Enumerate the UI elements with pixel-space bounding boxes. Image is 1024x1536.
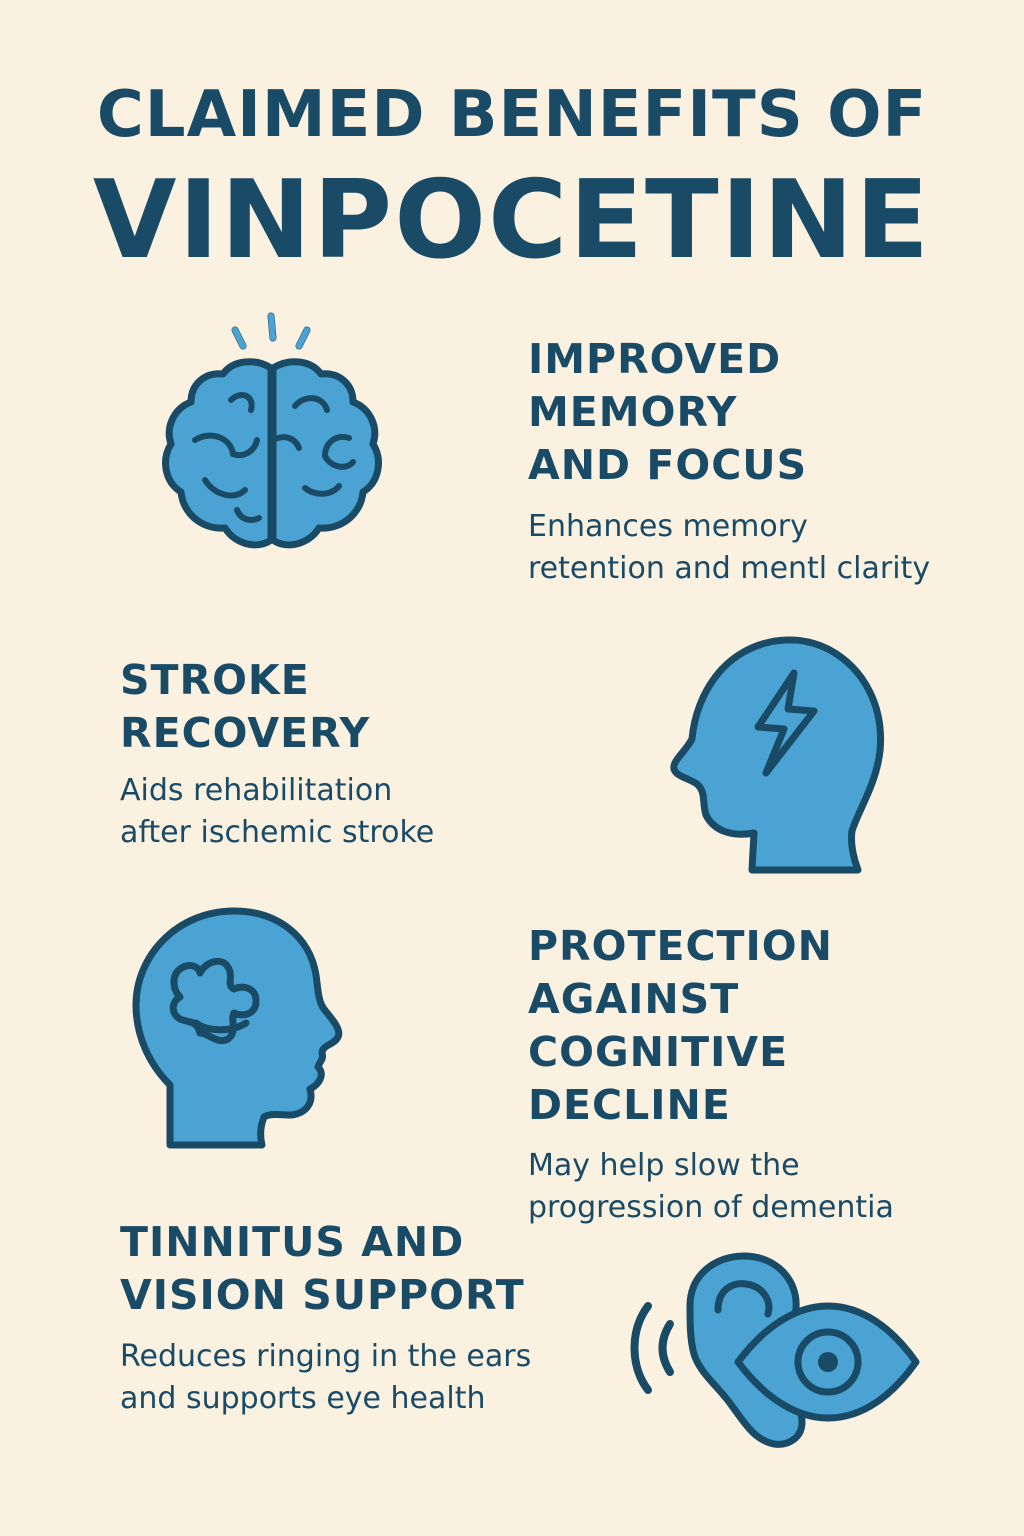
benefit-heading-stroke: STROKE RECOVERY [120,656,371,757]
benefit-description-cognitive: May help slow the progression of dementi… [528,1148,894,1225]
ear-eye-icon [620,1250,925,1450]
benefit-heading-memory: IMPROVED MEMORY AND FOCUS [528,335,808,489]
head-lightning-icon [662,625,892,880]
benefit-heading-cognitive: PROTECTION AGAINST COGNITIVE DECLINE [528,922,833,1129]
benefit-description-stroke: Aids rehabilitation after ischemic strok… [120,773,435,850]
benefit-heading-tinnitus-vision: TINNITUS AND VISION SUPPORT [120,1218,525,1319]
brain-icon [155,310,395,560]
benefit-description-memory: Enhances memory retention and mentl clar… [528,509,931,586]
benefit-description-tinnitus-vision: Reduces ringing in the ears and supports… [120,1339,532,1416]
page-title-line-2: VINPOCETINE [92,158,932,283]
head-puzzle-icon [130,905,350,1150]
page-title-line-1: CLAIMED BENEFITS OF [96,78,928,152]
